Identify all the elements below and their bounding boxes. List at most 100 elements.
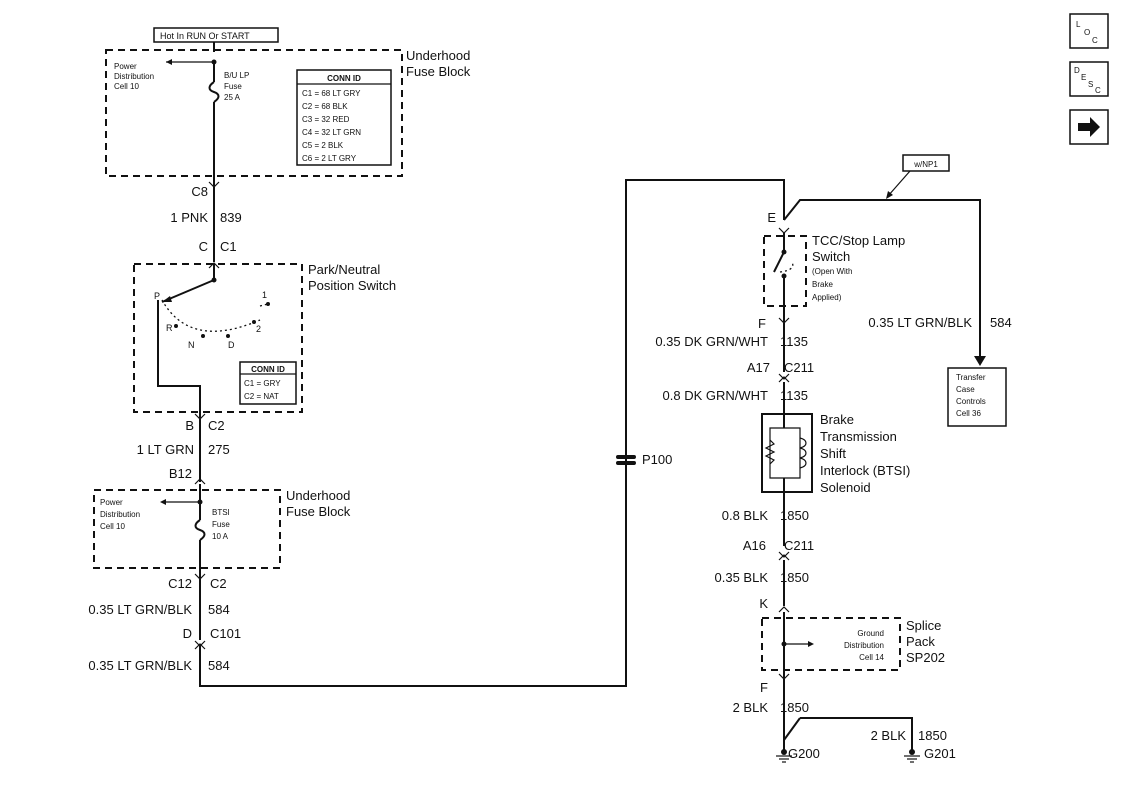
conn-id-top-row: C2 = 68 BLK — [302, 102, 348, 111]
splice-title-2: Pack — [906, 634, 935, 649]
wire-1850-circuit-c: 1850 — [780, 700, 809, 715]
btsi-title-1: Brake — [820, 412, 854, 427]
conn-id-top-row: C6 = 2 LT GRY — [302, 154, 357, 163]
wire-275-circuit: 275 — [208, 442, 230, 457]
desc-button[interactable]: D E S C — [1069, 61, 1109, 97]
g200-label: G200 — [788, 746, 820, 761]
pn-switch-title-1: Park/Neutral — [308, 262, 380, 277]
wire-1850-circuit-b: 1850 — [780, 570, 809, 585]
power-dist-bottom-3: Cell 10 — [100, 522, 125, 531]
next-button[interactable] — [1069, 109, 1109, 145]
wire-1850-circuit-a: 1850 — [780, 508, 809, 523]
desc-letter-1: D — [1074, 66, 1080, 75]
wnp1-pointer — [887, 170, 911, 197]
btsi-title-4: Interlock (BTSI) — [820, 463, 910, 478]
g201-label: G201 — [924, 746, 956, 761]
btsi-fuse-icon — [194, 519, 206, 541]
tcc-switch-note-2: Brake — [812, 280, 833, 289]
fuse-block-bottom-title-1: Underhood — [286, 488, 350, 503]
connector-c211-icon — [778, 373, 790, 380]
pn-switch-arc — [161, 299, 261, 332]
connector-b12-icon — [194, 478, 206, 485]
wire-1850-color-b: 0.35 BLK — [715, 570, 769, 585]
conn-c-label: C — [199, 239, 208, 254]
wire-584-color-b: 0.35 LT GRN/BLK — [88, 658, 192, 673]
wire-1850-color-d: 2 BLK — [871, 728, 907, 743]
conn-id-top-row: C5 = 2 BLK — [302, 141, 344, 150]
conn-id-top-row: C3 = 32 RED — [302, 115, 350, 124]
pn-switch-title-2: Position Switch — [308, 278, 396, 293]
conn-id-top-row: C1 = 68 LT GRY — [302, 89, 361, 98]
p100-label: P100 — [642, 452, 672, 467]
conn-c101-label: C101 — [210, 626, 241, 641]
fuse-bottom-rating: 10 A — [212, 532, 229, 541]
conn-f-label: F — [758, 316, 766, 331]
btsi-resistor-icon — [764, 439, 776, 465]
btsi-title-3: Shift — [820, 446, 846, 461]
pn-switch-output-wire — [157, 300, 201, 418]
crossover-wire-584 — [199, 179, 785, 687]
pn-pos-1: 1 — [262, 290, 267, 300]
fuse-bottom-name: BTSI — [212, 508, 230, 517]
wire-584-circuit-a: 584 — [208, 602, 230, 617]
wire-839-color: 1 PNK — [170, 210, 208, 225]
power-dist-top-1: Power — [114, 62, 137, 71]
conn-a17-label: A17 — [747, 360, 770, 375]
conn-k-label: K — [759, 596, 768, 611]
transfer-case-arrow-icon — [974, 356, 986, 366]
power-dist-bottom-2: Distribution — [100, 510, 140, 519]
loc-button[interactable]: L O C — [1069, 13, 1109, 49]
underhood-fuse-block-top — [105, 49, 403, 177]
loc-letter-1: L — [1076, 20, 1081, 29]
wire-839-circuit: 839 — [220, 210, 242, 225]
conn-id-table-top — [296, 69, 392, 166]
wire-1850-circuit-d: 1850 — [918, 728, 947, 743]
wire-584-color-a: 0.35 LT GRN/BLK — [88, 602, 192, 617]
power-dist-top-2: Distribution — [114, 72, 154, 81]
conn-e-label: E — [767, 210, 776, 225]
wire-584-to-transfer-case — [783, 199, 981, 362]
wire-1135-circuit-a: 1135 — [780, 334, 808, 349]
transfer-case-line-4: Cell 36 — [956, 409, 981, 418]
pn-pos-p: P — [154, 291, 160, 301]
desc-letter-4: C — [1095, 86, 1101, 95]
ground-dist-2: Distribution — [844, 641, 884, 650]
wire-1135-color-b: 0.8 DK GRN/WHT — [663, 388, 769, 403]
conn-d-label: D — [183, 626, 192, 641]
wnp1-label: w/NP1 — [913, 160, 938, 169]
fuse-block-top-title-1: Underhood — [406, 48, 470, 63]
conn-id-top-row: C4 = 32 LT GRN — [302, 128, 361, 137]
wire-275-color: 1 LT GRN — [137, 442, 194, 457]
conn-a16-label: A16 — [743, 538, 766, 553]
fuse-block-top-title-2: Fuse Block — [406, 64, 471, 79]
transfer-case-line-2: Case — [956, 385, 975, 394]
connector-c211b-icon — [778, 551, 790, 558]
pn-pos-r: R — [166, 323, 173, 333]
desc-letter-2: E — [1081, 73, 1086, 82]
hot-in-run-box — [153, 27, 279, 43]
conn-id-table-pn — [239, 361, 297, 405]
park-neutral-switch-box — [133, 263, 303, 413]
wire-1135-circuit-b: 1135 — [780, 388, 808, 403]
wire-1135-color-a: 0.35 DK GRN/WHT — [655, 334, 768, 349]
conn-f2-label: F — [760, 680, 768, 695]
conn-c211-label: C211 — [784, 360, 814, 375]
hot-in-run-label: Hot In RUN Or START — [160, 31, 250, 41]
pn-pos-2: 2 — [256, 324, 261, 334]
blu-lp-fuse-icon — [208, 81, 220, 103]
connector-c1-icon — [208, 262, 220, 269]
transfer-case-line-1: Transfer — [956, 373, 986, 382]
conn-id-top-title: CONN ID — [327, 74, 361, 83]
fuse-top-label: Fuse — [224, 82, 242, 91]
power-dist-bottom-arrow-icon — [160, 499, 166, 505]
wire-584-circuit-b: 584 — [208, 658, 230, 673]
ground-dist-3: Cell 14 — [859, 653, 884, 662]
conn-b-label: B — [185, 418, 194, 433]
conn-id-pn-title: CONN ID — [251, 365, 285, 374]
conn-c2b-label: C2 — [210, 576, 227, 591]
wire-1850-color-a: 0.8 BLK — [722, 508, 769, 523]
power-dist-bottom-1: Power — [100, 498, 123, 507]
wire-1850-color-c: 2 BLK — [733, 700, 769, 715]
btsi-coil-icon — [799, 437, 807, 469]
